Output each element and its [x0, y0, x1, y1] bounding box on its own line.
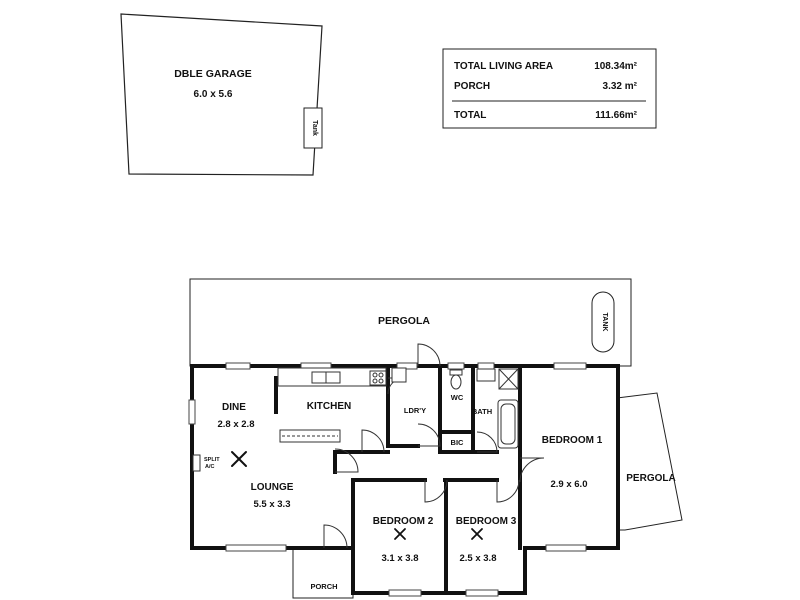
window-bed2-bottom [388, 589, 422, 597]
bedroom2-name: BEDROOM 2 [373, 516, 434, 527]
window-wc-top [447, 362, 465, 370]
bedroom3-size: 2.5 x 3.8 [460, 553, 497, 564]
area-total-value: 111.66m² [595, 110, 637, 121]
bedroom1-size: 2.9 x 6.0 [551, 479, 588, 490]
window-dine-top [225, 362, 251, 370]
dine-size: 2.8 x 2.8 [218, 419, 255, 430]
dine-name: DINE [222, 402, 246, 413]
garage-tank-label: Tank [311, 120, 318, 136]
window-bed3-bottom [465, 589, 499, 597]
bath-tub-inner [500, 403, 516, 445]
garage-size: 6.0 x 5.6 [194, 89, 233, 100]
window-bath-top [477, 362, 495, 370]
wc-toilet-bowl [450, 374, 462, 390]
wc-toilet-cistern [449, 369, 463, 376]
door-hall-lounge [334, 448, 359, 473]
fan-icon-lounge [231, 451, 247, 467]
laundry-label: LDR'Y [404, 406, 426, 415]
window-dine-left [188, 399, 196, 425]
door-front [323, 524, 348, 549]
rear-tank-label: TANK [601, 313, 608, 332]
wc-label: WC [451, 393, 464, 402]
bedroom2-size: 3.1 x 3.8 [382, 553, 419, 564]
area-table: TOTAL LIVING AREA 108.34m² PORCH 3.32 m²… [442, 48, 657, 129]
garage: DBLE GARAGE 6.0 x 5.6 Tank [120, 13, 323, 176]
window-bed1-bottom [545, 544, 587, 552]
fan-icon-bedroom3 [471, 528, 483, 540]
area-table-border [442, 48, 657, 129]
lounge-name: LOUNGE [251, 482, 294, 493]
bath-label: BATH [472, 407, 492, 416]
bic-label: BIC [451, 438, 465, 447]
door-bed1 [519, 457, 545, 483]
windows [188, 362, 587, 597]
window-bed1-top [553, 362, 587, 370]
fixtures [192, 367, 519, 472]
area-row-porch-value: 3.32 m² [603, 81, 638, 92]
rear-tank: TANK [591, 291, 615, 353]
bedroom3-name: BEDROOM 3 [456, 516, 517, 527]
area-row-porch-label: PORCH [454, 81, 490, 92]
door-bath [476, 431, 498, 453]
garage-tank: Tank [303, 107, 323, 149]
rear-pergola-label: PERGOLA [378, 315, 430, 327]
area-row-living-label: TOTAL LIVING AREA [454, 61, 553, 72]
bath-vanity [476, 368, 496, 382]
garage-name: DBLE GARAGE [174, 68, 252, 80]
area-row-living-value: 108.34m² [594, 61, 637, 72]
garage-outline [120, 13, 323, 176]
split-ac-label-1: SPLIT [204, 457, 220, 463]
kitchen-cooktop [369, 370, 387, 386]
door-bed2 [424, 479, 448, 503]
porch-label: PORCH [310, 582, 337, 591]
window-lounge-bottom [225, 544, 287, 552]
kitchen-label: KITCHEN [307, 401, 351, 412]
doors [323, 343, 545, 549]
window-ldry-top [396, 362, 418, 370]
side-pergola-label: PERGOLA [626, 473, 675, 484]
side-pergola: PERGOLA [616, 392, 683, 531]
laundry-tub [391, 367, 407, 383]
door-rear [417, 343, 441, 367]
lounge-size: 5.5 x 3.3 [254, 499, 291, 510]
porch: PORCH [292, 547, 354, 599]
door-ldry-hall [417, 423, 441, 447]
rear-pergola: PERGOLA TANK [189, 278, 632, 367]
fan-icon-bedroom2 [394, 528, 406, 540]
door-kitchen-hall [361, 429, 385, 453]
room-labels: DINE 2.8 x 2.8 KITCHEN LDR'Y WC BATH BIC… [204, 393, 603, 564]
door-bed3 [496, 479, 520, 503]
split-ac-label-2: A/C [205, 464, 215, 470]
split-ac-unit [192, 454, 201, 472]
area-total-label: TOTAL [454, 110, 486, 121]
bedroom1-name: BEDROOM 1 [542, 435, 603, 446]
